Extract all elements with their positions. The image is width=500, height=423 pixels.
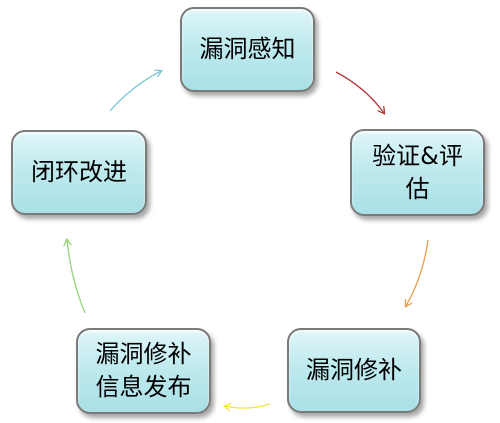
node-label-line2: 估 [405,174,430,203]
node-vulnerability-perception: 漏洞感知 [180,7,315,92]
node-label-line1: 漏洞修补 [95,340,192,368]
node-verify-evaluate: 验证&评 估 [350,129,485,216]
node-vulnerability-patch: 漏洞修补 [287,328,421,413]
node-patch-info-release: 漏洞修补 信息发布 [76,328,211,414]
node-label: 漏洞修补 [306,356,402,384]
node-label: 漏洞感知 [199,35,296,63]
arrow-perceive-to-verify [335,71,384,113]
arrow-verify-to-patch [406,239,429,306]
node-label-line2: 信息发布 [95,373,192,401]
node-label-line1: 验证&评 [372,141,463,170]
arrow-release-to-close [67,240,86,314]
arrow-patch-to-release [225,404,271,408]
node-closed-loop-improvement: 闭环改进 [11,130,147,215]
arrow-close-to-perceive [109,71,161,112]
node-label: 闭环改进 [31,158,127,186]
